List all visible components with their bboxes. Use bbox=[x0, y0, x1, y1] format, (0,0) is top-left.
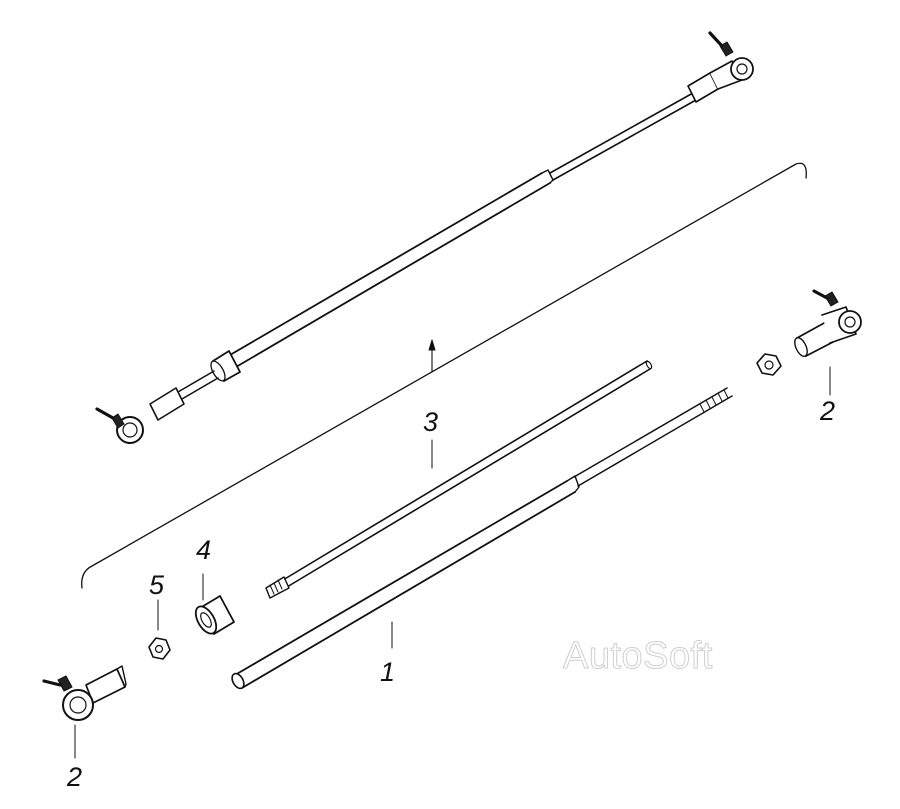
part-5-nut bbox=[148, 637, 171, 660]
part-4-sleeve bbox=[194, 595, 235, 635]
assembly-bracket-line bbox=[81, 162, 807, 589]
callout-5: 5 bbox=[149, 570, 165, 600]
leader-lines bbox=[74, 366, 831, 759]
part-nut-right bbox=[756, 353, 782, 376]
part-3-threaded-rod bbox=[265, 360, 653, 599]
callout-2-right: 2 bbox=[819, 396, 835, 426]
callout-4: 4 bbox=[196, 535, 211, 565]
callout-1: 1 bbox=[380, 657, 395, 687]
part-1-tube bbox=[231, 387, 733, 690]
callout-3: 3 bbox=[423, 407, 438, 437]
direction-arrow bbox=[428, 339, 436, 373]
part-2-ball-joint-left bbox=[42, 665, 127, 721]
callout-2-left: 2 bbox=[66, 762, 82, 792]
watermark-logo: AutoSoft bbox=[563, 635, 713, 677]
assembled-rod bbox=[95, 31, 754, 444]
part-2-ball-joint-right bbox=[794, 289, 862, 358]
